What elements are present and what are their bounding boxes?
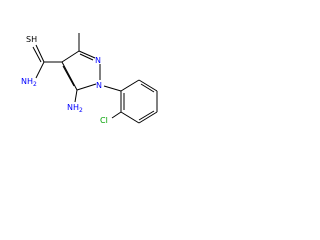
structure-canvas: SH NH2 N N NH2 Cl xyxy=(0,0,176,135)
bond-c5-c4 xyxy=(61,61,78,91)
bond-ph-5 xyxy=(120,111,140,124)
thioamide-nh2-label: NH2 xyxy=(21,77,37,88)
bond-c-s xyxy=(35,44,45,63)
bond-c3-n2 xyxy=(78,50,96,59)
bond-c-s-double xyxy=(32,46,42,63)
bond-c-n xyxy=(35,61,45,79)
molecule-diagram: SH NH2 N N NH2 Cl xyxy=(21,33,158,125)
bond-ph-1 xyxy=(120,79,140,92)
amino-nh2-label: NH2 xyxy=(67,103,83,114)
bond-c5-c4-double xyxy=(62,65,75,87)
bond-c4-c3 xyxy=(61,50,80,63)
bond-n1-phenyl xyxy=(103,85,122,92)
bond-ph-4 xyxy=(138,111,158,124)
pyrazole-ring xyxy=(61,50,101,91)
ring-n2-label: N xyxy=(95,56,101,65)
bond-ph-2 xyxy=(138,79,158,92)
chlorophenyl-ring xyxy=(120,79,158,124)
bond-ph-4-double xyxy=(138,110,155,121)
bond-c-cl xyxy=(111,111,122,119)
chlorine-label: Cl xyxy=(100,116,108,125)
bond-c3-n2-double xyxy=(79,53,94,61)
bond-c5-nh2 xyxy=(74,89,78,103)
bond-n1-c5 xyxy=(76,83,97,91)
thioamide-group xyxy=(32,44,62,79)
ring-n1-label: N xyxy=(96,81,102,90)
thiol-label: SH xyxy=(26,35,37,44)
bond-ph-2-double xyxy=(140,83,155,93)
